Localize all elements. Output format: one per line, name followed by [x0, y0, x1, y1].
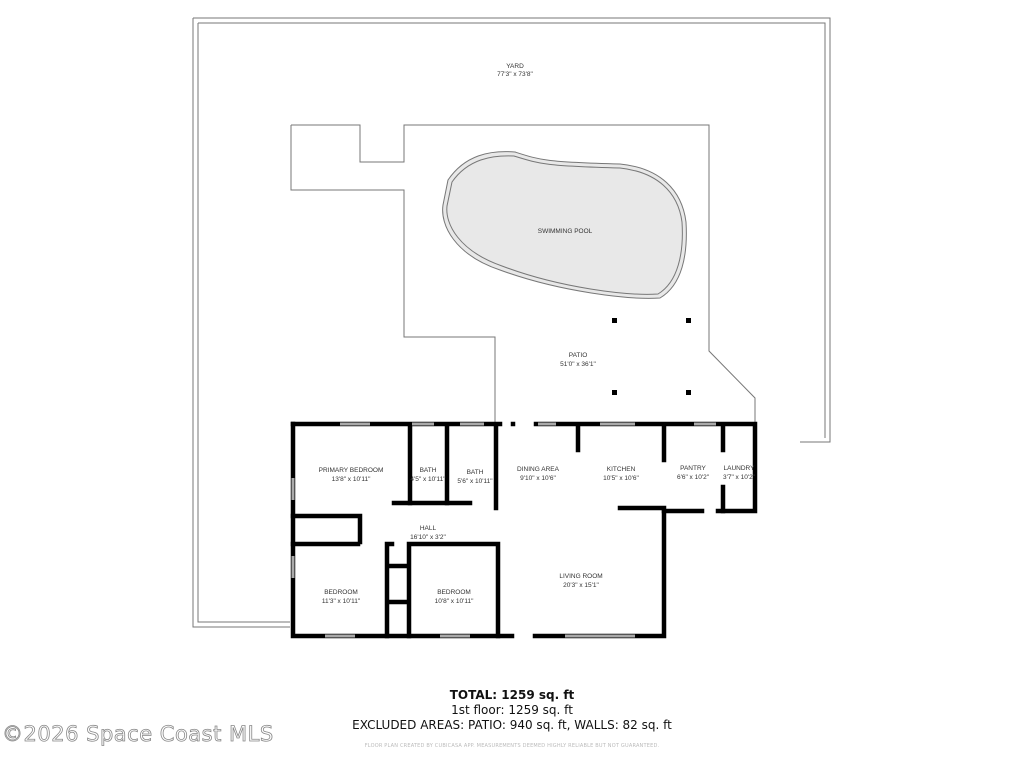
- patio-outline: [290, 124, 756, 422]
- bath1-size: 4'5" x 10'11": [410, 476, 446, 483]
- pool-edge: [446, 155, 683, 295]
- excluded-areas: EXCLUDED AREAS: PATIO: 940 sq. ft, WALLS…: [352, 718, 672, 732]
- bath2-size: 5'6" x 10'11": [457, 478, 493, 485]
- bedroom2-size: 10'8" x 10'11": [435, 598, 474, 605]
- pantry-size: 6'6" x 10'2": [677, 474, 710, 481]
- dining-size: 9'10" x 10'6": [520, 475, 556, 482]
- yard-inner-outline: [197, 22, 826, 623]
- pool-label: SWIMMING POOL: [538, 228, 593, 235]
- bath1-label: BATH: [420, 467, 437, 474]
- yard-outline: [192, 17, 831, 628]
- swimming-pool: [442, 151, 687, 299]
- hall-size: 16'10" x 3'2": [410, 534, 446, 541]
- watermark: ©2026 Space Coast MLS: [2, 722, 274, 747]
- kitchen-size: 10'5" x 10'6": [603, 475, 639, 482]
- house-walls: [290, 421, 758, 639]
- kitchen-label: KITCHEN: [607, 466, 636, 473]
- living-room-size: 20'3" x 15'1": [563, 582, 599, 589]
- yard-label: YARD: [506, 63, 524, 70]
- windows: [291, 422, 716, 638]
- disclaimer: FLOOR PLAN CREATED BY CUBICASA APP. MEAS…: [364, 743, 660, 749]
- hall-label: HALL: [420, 525, 437, 532]
- bath2-label: BATH: [467, 469, 484, 476]
- primary-bedroom-size: 13'8" x 10'11": [332, 476, 371, 483]
- living-room-label: LIVING ROOM: [559, 573, 602, 580]
- patio-label: PATIO: [569, 352, 588, 359]
- total-area: TOTAL: 1259 sq. ft: [449, 688, 575, 702]
- yard-size: 77'3" x 73'8": [497, 71, 533, 78]
- bedroom1-label: BEDROOM: [324, 589, 358, 596]
- primary-bedroom-label: PRIMARY BEDROOM: [319, 467, 384, 474]
- laundry-label: LAUNDRY: [724, 465, 756, 472]
- bedroom1-size: 11'3" x 10'11": [322, 598, 361, 605]
- bedroom2-label: BEDROOM: [437, 589, 471, 596]
- dining-label: DINING AREA: [517, 466, 560, 473]
- floor-area: 1st floor: 1259 sq. ft: [451, 703, 573, 717]
- patio-posts: [612, 318, 691, 395]
- laundry-size: 3'7" x 10'2": [723, 474, 756, 481]
- patio-size: 51'0" x 36'1": [560, 361, 596, 368]
- pantry-label: PANTRY: [680, 465, 706, 472]
